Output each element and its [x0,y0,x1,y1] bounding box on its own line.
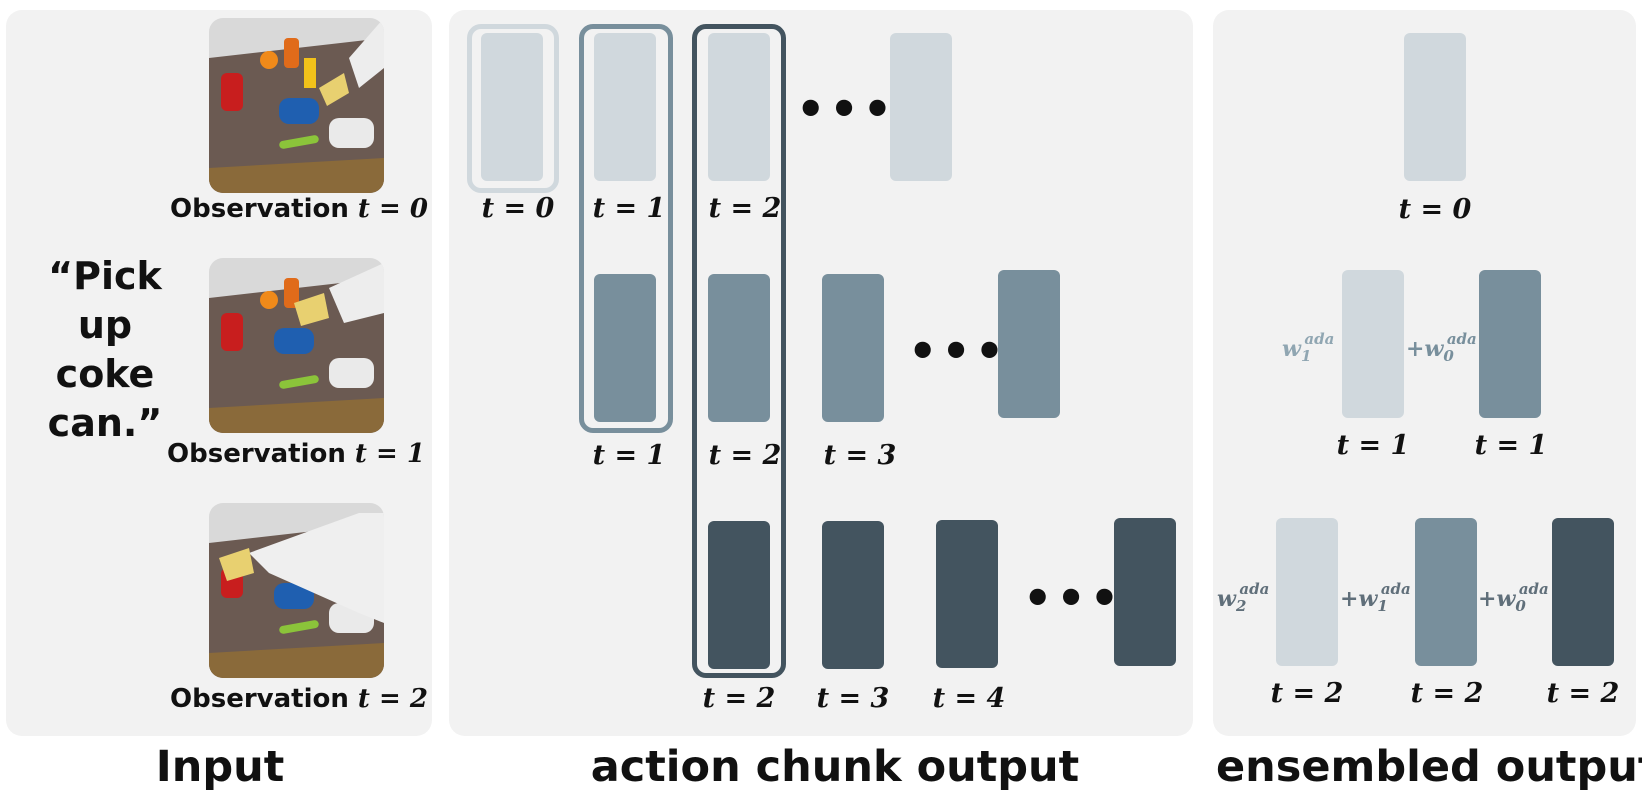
weight-prefix: + [1478,586,1497,612]
ensemble-bar-r2-c2 [1552,518,1614,666]
action-label-r2-c2: t = 4 [932,683,1006,714]
weight-sup: ada [1380,580,1411,598]
observation-caption-1: Observation t = 1 [167,439,425,469]
weight-r2-2: +w0ada [1478,580,1549,615]
ellipsis-row0: ••• [796,82,897,136]
weight-prefix: + [1406,336,1425,362]
action-bar-r1-c1 [708,274,770,422]
action-bar-r1-c0 [594,274,656,422]
action-bar-r2-c3 [1114,518,1176,666]
ensemble-label-r1-1: t = 1 [1474,430,1548,461]
weight-sup: ada [1304,330,1335,348]
action-chunk-panel [449,10,1193,736]
weight-sub: 2 [1235,597,1247,615]
action-label-r2-c0: t = 2 [702,683,776,714]
observation-caption-2: Observation t = 2 [170,684,428,714]
observation-label: Observation [170,684,349,714]
observation-label: Observation [170,194,349,224]
frame-t0 [467,24,559,193]
section-title-ensembled: ensembled output [1216,742,1642,792]
weight-r2-1: +w1ada [1340,580,1411,615]
section-title-action-chunk: action chunk output [590,742,1080,792]
ensemble-label-r1-0: t = 1 [1336,430,1410,461]
action-label-r0-c0: t = 0 [481,193,555,224]
ensemble-bar-r0 [1404,33,1466,181]
action-label-r1-c0: t = 1 [592,440,666,471]
observation-image-1 [209,258,384,433]
ellipsis-row2: ••• [1023,571,1124,625]
weight-sub: 1 [1377,597,1388,615]
action-label-r2-c1: t = 3 [816,683,890,714]
action-bar-r0-c2 [708,33,770,181]
weight-symbol: w [1282,336,1301,362]
action-label-r1-c1: t = 2 [708,440,782,471]
ensemble-bar-r1-c1 [1479,270,1541,418]
observation-time: t = 1 [354,439,425,469]
action-bar-r1-c2 [822,274,884,422]
weight-prefix: + [1340,586,1359,612]
weight-symbol: w [1358,586,1378,612]
ensemble-bar-r2-c1 [1415,518,1477,666]
observation-label: Observation [167,439,346,469]
action-bar-r0-c3 [890,33,952,181]
ensemble-label-r2-0: t = 2 [1270,678,1344,709]
ellipsis-row1: ••• [908,324,1009,378]
ensemble-bar-r2-c0 [1276,518,1338,666]
weight-sup: ada [1518,580,1549,598]
frame-t1 [579,24,673,433]
weight-r1-0: w1ada [1282,330,1334,365]
weight-symbol: w [1496,586,1516,612]
action-bar-r2-c1 [822,521,884,669]
weight-symbol: w [1217,586,1236,612]
action-label-r1-c2: t = 3 [823,440,897,471]
weight-sub: 1 [1300,347,1312,365]
weight-sup: ada [1239,580,1270,598]
observation-time: t = 2 [357,684,428,714]
action-bar-r2-c2 [936,520,998,668]
ensemble-label-r0: t = 0 [1398,194,1472,225]
frame-t2 [692,24,786,678]
action-bar-r0-c1 [594,33,656,181]
action-bar-r1-c3 [998,270,1060,418]
weight-r2-0: w2ada [1217,580,1269,615]
observation-image-0 [209,18,384,193]
weight-r1-1: +w0ada [1406,330,1477,365]
ensemble-bar-r1-c0 [1342,270,1404,418]
language-instruction: “Pick up coke can.” [47,254,163,445]
action-label-r0-c2: t = 2 [708,193,782,224]
weight-sup: ada [1446,330,1477,348]
observation-caption-0: Observation t = 0 [170,194,428,224]
ensemble-label-r2-2: t = 2 [1546,678,1620,709]
section-title-input: Input [155,742,285,792]
weight-sub: 0 [1443,347,1454,365]
weight-sub: 0 [1515,597,1526,615]
observation-time: t = 0 [357,194,428,224]
weight-symbol: w [1424,336,1444,362]
action-label-r0-c1: t = 1 [592,193,666,224]
action-bar-r2-c0 [708,521,770,669]
observation-image-2 [209,503,384,678]
ensemble-label-r2-1: t = 2 [1410,678,1484,709]
action-bar-r0-c0 [481,33,543,181]
